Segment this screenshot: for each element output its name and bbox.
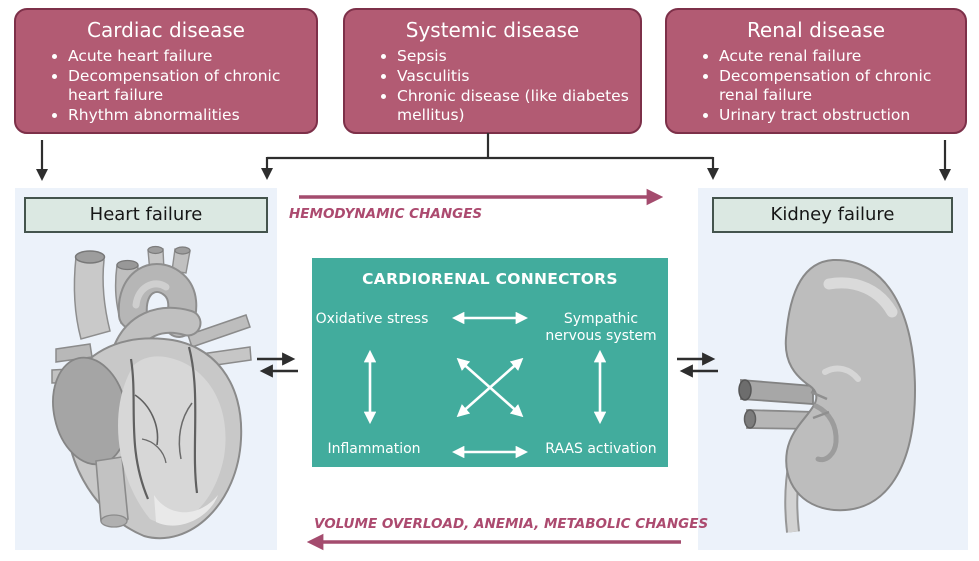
systemic-branch-arrows <box>260 133 720 181</box>
kidney-illustration <box>738 258 917 533</box>
cardiorenal-connectors-title: CARDIORENAL CONNECTORS <box>362 270 618 288</box>
connector-sympathic-nervous-system: Sympathic nervous system <box>545 311 657 344</box>
cardiac-disease-title: Cardiac disease <box>87 18 245 42</box>
volume-overload-label: VOLUME OVERLOAD, ANEMIA, METABOLIC CHANG… <box>314 516 709 532</box>
connector-oxidative-stress: Oxidative stress <box>315 311 429 327</box>
cardiac-disease-box: Cardiac disease Acute heart failure Deco… <box>14 8 318 134</box>
list-item: Acute renal failure <box>719 47 955 66</box>
systemic-disease-title: Systemic disease <box>405 18 580 42</box>
renal-disease-box: Renal disease Acute renal failure Decomp… <box>665 8 967 134</box>
heart-failure-header: Heart failure <box>24 197 268 233</box>
list-item: Decompensation of chronic heart failure <box>68 67 306 105</box>
cardiorenal-connectors-box: CARDIORENAL CONNECTORS <box>312 258 668 467</box>
kidney-failure-header: Kidney failure <box>712 197 953 233</box>
list-item: Decompensation of chronic renal failure <box>719 67 955 105</box>
hemodynamic-changes-label: HEMODYNAMIC CHANGES <box>289 206 483 222</box>
list-item: Rhythm abnormalities <box>68 106 306 125</box>
kidney-failure-label: Kidney failure <box>770 204 895 225</box>
cardiac-disease-list: Acute heart failure Decompensation of ch… <box>16 47 316 125</box>
list-item: Sepsis <box>397 47 630 66</box>
heart-failure-label: Heart failure <box>89 204 203 225</box>
heart-illustration <box>51 245 252 540</box>
list-item: Chronic disease (like diabetes mellitus) <box>397 87 630 125</box>
systemic-disease-list: Sepsis Vasculitis Chronic disease (like … <box>345 47 640 125</box>
systemic-disease-box: Systemic disease Sepsis Vasculitis Chron… <box>343 8 642 134</box>
list-item: Acute heart failure <box>68 47 306 66</box>
list-item: Urinary tract obstruction <box>719 106 955 125</box>
renal-disease-title: Renal disease <box>746 18 886 42</box>
connector-raas-activation: RAAS activation <box>545 441 657 457</box>
renal-disease-list: Acute renal failure Decompensation of ch… <box>667 47 965 125</box>
list-item: Vasculitis <box>397 67 630 86</box>
connector-inflammation: Inflammation <box>327 441 421 457</box>
